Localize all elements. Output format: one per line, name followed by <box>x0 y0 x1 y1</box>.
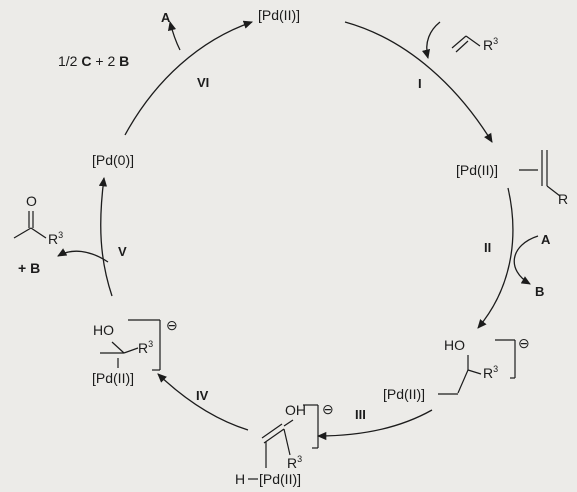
species-pd2-enol-complex: OH R3 H [Pd(II)] ⊖ <box>235 401 334 487</box>
svg-text:R3: R3 <box>287 454 302 471</box>
arrow-A-in-B-out <box>513 235 539 285</box>
svg-text:R3: R3 <box>48 230 63 247</box>
svg-text:O: O <box>26 193 37 209</box>
svg-text:[Pd(II)]: [Pd(II)] <box>383 386 425 402</box>
reagent-A-right: A <box>541 232 551 247</box>
arc-step-V <box>98 176 113 297</box>
svg-text:[Pd(II)]: [Pd(II)] <box>259 471 301 487</box>
reagent-B-right: B <box>535 284 544 299</box>
step-label-I: I <box>418 76 422 91</box>
reagent-A-top: A <box>161 10 171 25</box>
step-label-III: III <box>355 407 366 422</box>
charge-hydroxy-alkyl: ⊖ <box>518 335 530 351</box>
alkene-substrate: R3 <box>451 35 498 53</box>
svg-text:H: H <box>235 471 245 487</box>
svg-text:+ B: + B <box>18 260 40 276</box>
step-label-V: V <box>118 244 127 259</box>
arrow-reagent-A-out <box>167 20 181 51</box>
species-pd2-betahydride: HO R3 [Pd(II)] ⊖ <box>92 317 178 386</box>
arrow-ketone-out <box>57 248 109 263</box>
species-pd0: [Pd(0)] <box>92 152 134 168</box>
charge-betahydride: ⊖ <box>166 317 178 333</box>
arc-step-IV <box>157 373 249 431</box>
step-label-VI: VI <box>197 75 209 90</box>
ketone-product: O R3 + B <box>13 193 63 276</box>
species-pd2-hydroxy-alkyl: HO R3 [Pd(II)] ⊖ <box>383 335 530 402</box>
charge-enol: ⊖ <box>322 401 334 417</box>
arc-step-VI <box>124 20 253 136</box>
arc-step-III <box>316 409 433 441</box>
arc-step-I <box>344 21 493 143</box>
svg-text:[Pd(II)]: [Pd(II)] <box>92 370 134 386</box>
svg-text:R3: R3 <box>483 36 498 53</box>
svg-text:HO: HO <box>93 322 114 338</box>
step-label-IV: IV <box>196 388 209 403</box>
step-label-II: II <box>484 240 491 255</box>
svg-text:HO: HO <box>444 337 465 353</box>
svg-text:OH: OH <box>285 402 306 418</box>
svg-text:R3: R3 <box>483 364 498 381</box>
svg-text:[Pd(II)]: [Pd(II)] <box>456 162 498 178</box>
reagents-oxidant-eq: 1/2 C + 2 B <box>58 53 129 69</box>
svg-text:R3: R3 <box>138 339 153 356</box>
arrow-alkene-in <box>421 21 441 60</box>
species-pd2-alkene-complex: [Pd(II)] R <box>456 150 568 207</box>
svg-text:R: R <box>558 191 568 207</box>
arc-step-II <box>477 187 514 329</box>
species-pd2-top: [Pd(II)] <box>258 7 300 23</box>
